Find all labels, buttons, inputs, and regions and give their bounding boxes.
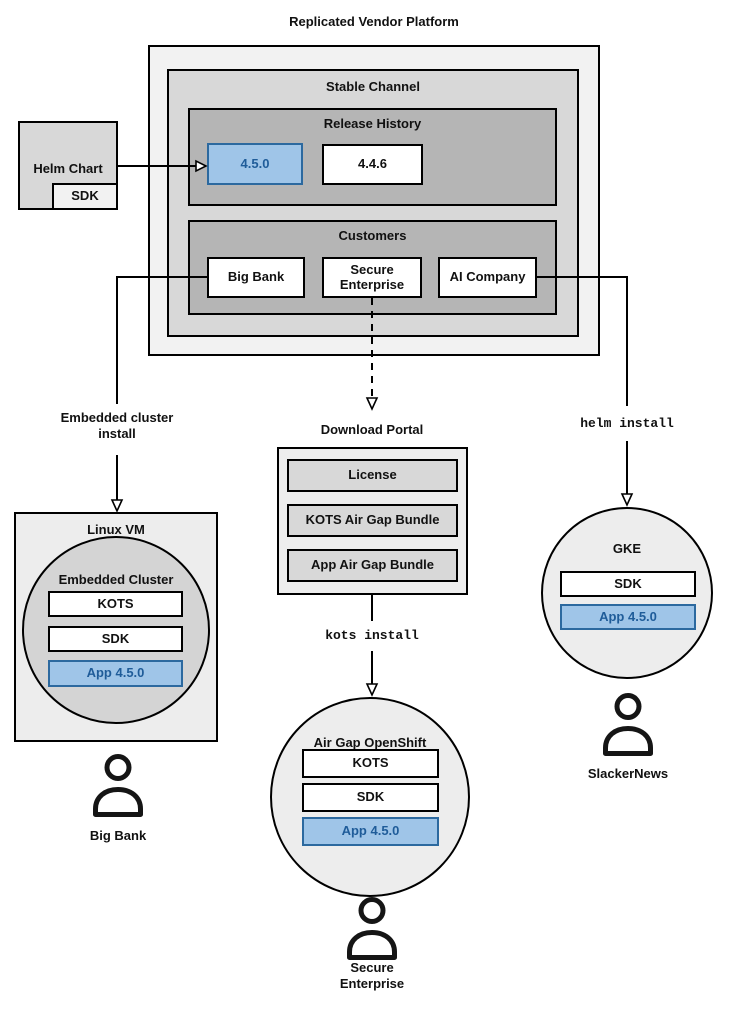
embedded-sdk-box: SDK <box>48 626 183 652</box>
gke-sdk-box: SDK <box>560 571 696 597</box>
airgap-app-box: App 4.5.0 <box>302 817 439 846</box>
big-bank-user-icon <box>93 754 143 817</box>
airgap-sdk-box: SDK <box>302 783 439 812</box>
customer-big-bank-box: Big Bank <box>207 257 305 298</box>
embedded-kots-box: KOTS <box>48 591 183 617</box>
release-446-box: 4.4.6 <box>322 144 423 185</box>
download-portal-label: Download Portal <box>320 422 424 437</box>
portal-app-bundle-box: App Air Gap Bundle <box>287 549 458 582</box>
arrowhead-openshift <box>365 683 379 697</box>
secure-enterprise-user-icon <box>347 897 397 960</box>
customer-secure-enterprise-box: Secure Enterprise <box>322 257 422 298</box>
big-bank-user-label: Big Bank <box>89 828 147 843</box>
embedded-app-box: App 4.5.0 <box>48 660 183 687</box>
arrowhead-linux-vm <box>110 499 124 513</box>
diagram-title: Replicated Vendor Platform <box>289 14 459 29</box>
helm-install-label: helm install <box>580 416 674 431</box>
portal-license-box: License <box>287 459 458 492</box>
release-history-label: Release History <box>323 116 422 131</box>
linux-vm-label: Linux VM <box>87 522 145 537</box>
airgap-kots-box: KOTS <box>302 749 439 778</box>
airgap-openshift-label: Air Gap OpenShift <box>313 735 427 750</box>
helm-chart-label: Helm Chart <box>33 161 103 176</box>
slackernews-user-label: SlackerNews <box>587 766 669 781</box>
slackernews-user-icon <box>603 693 653 756</box>
portal-kots-bundle-box: KOTS Air Gap Bundle <box>287 504 458 537</box>
gke-label: GKE <box>612 541 642 556</box>
gke-app-box: App 4.5.0 <box>560 604 696 630</box>
kots-install-label: kots install <box>325 628 419 643</box>
customer-ai-company-box: AI Company <box>438 257 537 298</box>
release-450-box: 4.5.0 <box>207 143 303 185</box>
embedded-cluster-label: Embedded Cluster <box>58 572 174 587</box>
stable-channel-label: Stable Channel <box>326 79 420 94</box>
customers-label: Customers <box>338 228 407 243</box>
arrowhead-download-portal <box>365 397 379 411</box>
embedded-install-label: Embedded cluster install <box>60 410 174 441</box>
helm-chart-sdk-box: SDK <box>52 183 118 210</box>
secure-enterprise-user-label: Secure Enterprise <box>339 960 405 991</box>
arrowhead-gke <box>620 493 634 507</box>
